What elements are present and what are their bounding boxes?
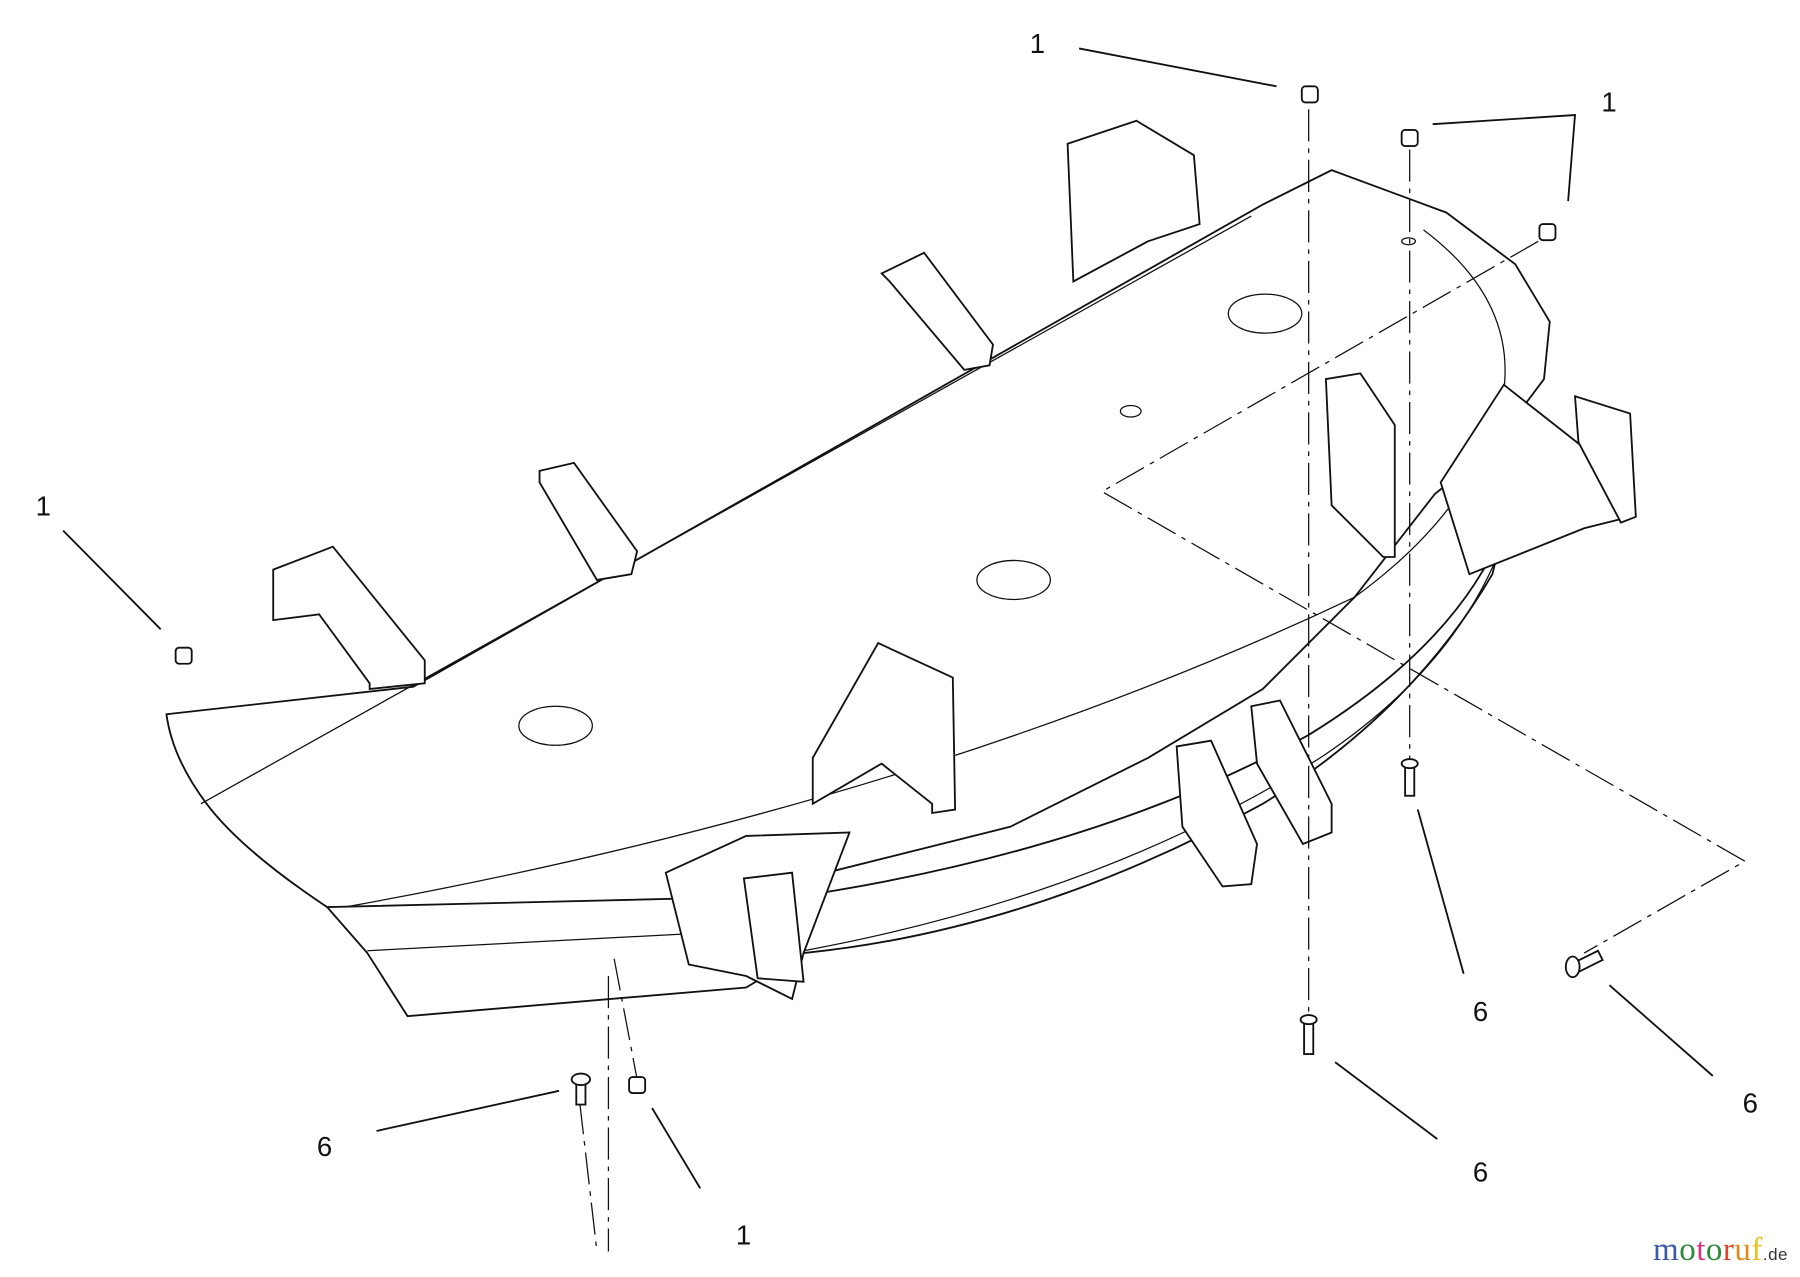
watermark-suffix: .de [1762,1245,1788,1264]
nut-icon [1300,85,1319,104]
hardware [174,85,1604,1106]
mower-deck [165,119,1637,1018]
leader-lines [62,47,1714,1189]
watermark-letter: r [1722,1232,1735,1268]
nut-icon [1400,129,1419,147]
watermark-letter: u [1734,1232,1752,1268]
bolt-icon [1564,949,1604,979]
bolt-icon [1299,1014,1318,1055]
callout-label: 6 [317,1131,332,1162]
callout-label: 1 [736,1220,751,1251]
callout-label: 6 [1743,1088,1758,1119]
watermark-logo: motoruf.de [1653,1232,1788,1269]
nut-icon [174,646,193,665]
watermark-letter: m [1653,1232,1680,1268]
watermark-letter: o [1705,1232,1723,1268]
bolt-icon [1400,758,1419,797]
watermark-letter: t [1696,1232,1706,1268]
callout-label: 1 [36,491,51,522]
assembly-lines [579,109,1747,1252]
callout-label: 1 [1030,28,1045,59]
watermark-letter: f [1751,1232,1763,1268]
nut-icon [628,1076,647,1095]
watermark-letter: o [1679,1232,1697,1268]
callout-label: 1 [1601,87,1616,118]
callout-label: 6 [1473,1156,1488,1187]
nut-icon [1538,223,1557,242]
watermark-text: motoruf [1653,1232,1763,1268]
bolt-icon [570,1072,591,1106]
callout-label: 6 [1473,996,1488,1027]
